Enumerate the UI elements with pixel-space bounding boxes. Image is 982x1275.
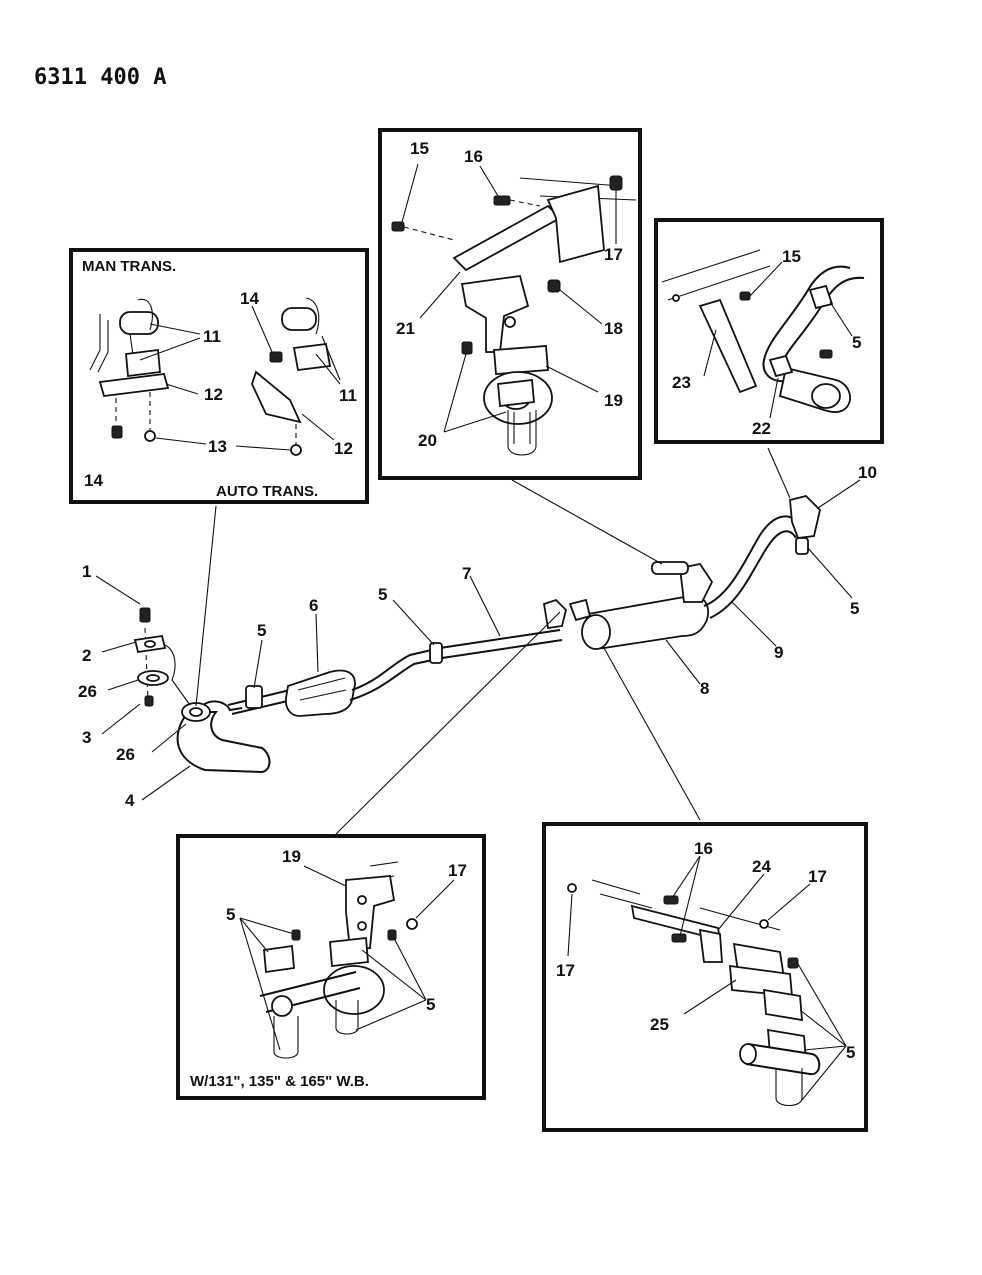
callout-23: 23 [672, 373, 691, 392]
callout-12: 12 [334, 439, 353, 458]
callout-2: 2 [82, 646, 91, 665]
callout-20: 20 [418, 431, 437, 450]
callout-18: 18 [604, 319, 623, 338]
callout-16: 16 [464, 147, 483, 166]
leader-1 [95, 575, 141, 605]
callout-5: 5 [850, 599, 859, 618]
callout-17: 17 [808, 867, 827, 886]
callout-5: 5 [226, 905, 235, 924]
callout-14: 14 [240, 289, 259, 308]
callout-3: 3 [82, 728, 91, 747]
callout-14: 14 [84, 471, 103, 490]
callout-17: 17 [604, 245, 623, 264]
caption-wheelbase: W/131", 135" & 165" W.B. [190, 1073, 369, 1090]
callout-19: 19 [604, 391, 623, 410]
callout-24: 24 [752, 857, 771, 876]
callout-5: 5 [426, 995, 435, 1014]
callout-11: 11 [203, 327, 221, 346]
caption-auto-trans: AUTO TRANS. [216, 483, 318, 500]
callout-11: 11 [339, 386, 357, 405]
callout-5: 5 [852, 333, 861, 352]
callout-17: 17 [556, 961, 575, 980]
main-exhaust-assembly [95, 447, 861, 835]
callout-19: 19 [282, 847, 301, 866]
callout-9: 9 [774, 643, 783, 662]
callout-10: 10 [858, 463, 877, 482]
callout-6: 6 [309, 596, 318, 615]
detail-box-tailpipe-hanger [654, 218, 884, 444]
caption-man-trans: MAN TRANS. [82, 258, 176, 275]
callout-26: 26 [78, 682, 97, 701]
callout-4: 4 [125, 791, 135, 810]
callout-1: 1 [82, 562, 91, 581]
callout-15: 15 [782, 247, 801, 266]
callout-21: 21 [396, 319, 415, 338]
detail-box-transmission-hangers [69, 248, 369, 504]
detail-box-muffler-hanger [378, 128, 642, 480]
callout-16: 16 [694, 839, 713, 858]
callout-15: 15 [410, 139, 429, 158]
callout-7: 7 [462, 564, 471, 583]
callout-13: 13 [208, 437, 227, 456]
callout-8: 8 [700, 679, 709, 698]
callout-5: 5 [257, 621, 266, 640]
callout-26: 26 [116, 745, 135, 764]
detail-box-wheelbase-hanger [176, 834, 486, 1100]
callout-25: 25 [650, 1015, 669, 1034]
diagram-reference-number: 6311 400 A [34, 65, 166, 90]
callout-5: 5 [378, 585, 387, 604]
callout-12: 12 [204, 385, 223, 404]
callout-5: 5 [846, 1043, 855, 1062]
callout-17: 17 [448, 861, 467, 880]
detail-box-rear-hanger [542, 822, 868, 1132]
callout-22: 22 [752, 419, 771, 438]
